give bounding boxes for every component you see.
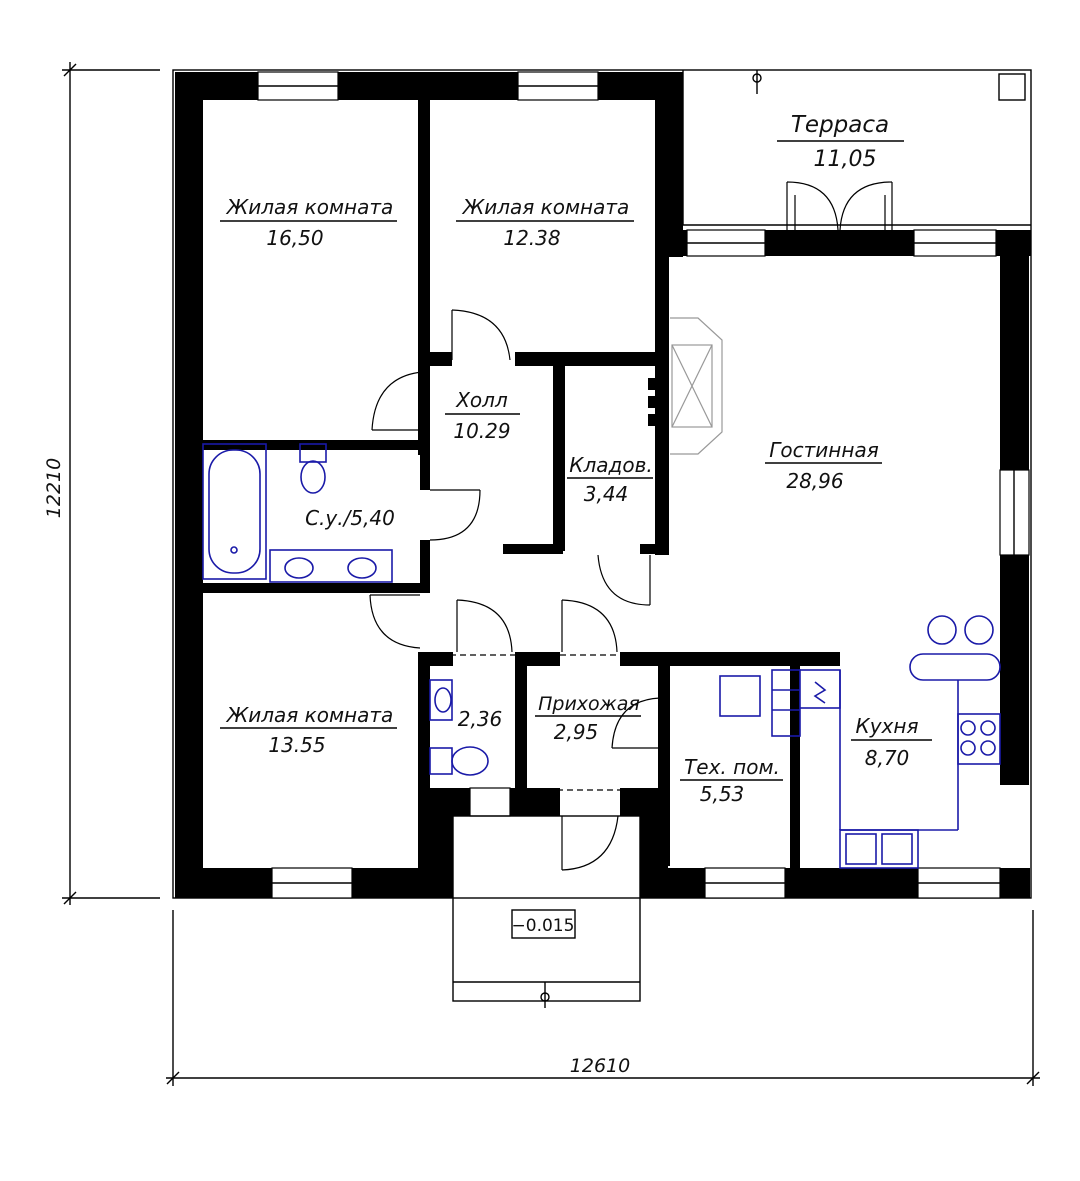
- room-area-lounge: 28,96: [786, 469, 843, 493]
- room-name-lounge: Гостинная: [769, 438, 878, 462]
- room-labels: Жилая комната 16,50 Жилая комната 12.38 …: [220, 112, 932, 806]
- room-area-wc: 2,36: [458, 707, 503, 731]
- windows: [257, 71, 1030, 899]
- room-name-kitchen: Кухня: [856, 714, 919, 738]
- porch: [452, 70, 762, 1008]
- height-dimension: 12210: [43, 458, 65, 518]
- room-area-tech: 5,53: [700, 782, 745, 806]
- room-name-living1: Жилая комната: [225, 195, 394, 219]
- room-area-living2: 12.38: [503, 226, 560, 250]
- room-area-living1: 16,50: [266, 226, 323, 250]
- room-name-entry: Прихожая: [538, 693, 640, 715]
- room-area-entry: 2,95: [554, 720, 599, 744]
- room-area-terrace: 11,05: [814, 147, 877, 172]
- dimension-lines: [62, 62, 1040, 1086]
- level-mark: −0.015: [512, 916, 575, 936]
- width-dimension: 12610: [570, 1055, 630, 1077]
- room-name-terrace: Терраса: [791, 112, 889, 138]
- room-name-bath: С.у./5,40: [305, 506, 395, 530]
- doors: [369, 181, 893, 871]
- room-name-hall: Холл: [455, 388, 508, 412]
- kitchen-fixtures: [719, 615, 1001, 869]
- room-area-hall: 10.29: [453, 419, 510, 443]
- room-name-tech: Тех. пом.: [684, 755, 780, 779]
- room-name-storage: Кладов.: [569, 453, 652, 477]
- room-area-living3: 13.55: [268, 733, 325, 757]
- bathroom-fixtures: [202, 443, 489, 776]
- room-area-storage: 3,44: [584, 482, 629, 506]
- room-area-kitchen: 8,70: [865, 746, 910, 770]
- room-name-living3: Жилая комната: [225, 703, 394, 727]
- fireplace: [648, 317, 723, 455]
- room-name-living2: Жилая комната: [461, 195, 630, 219]
